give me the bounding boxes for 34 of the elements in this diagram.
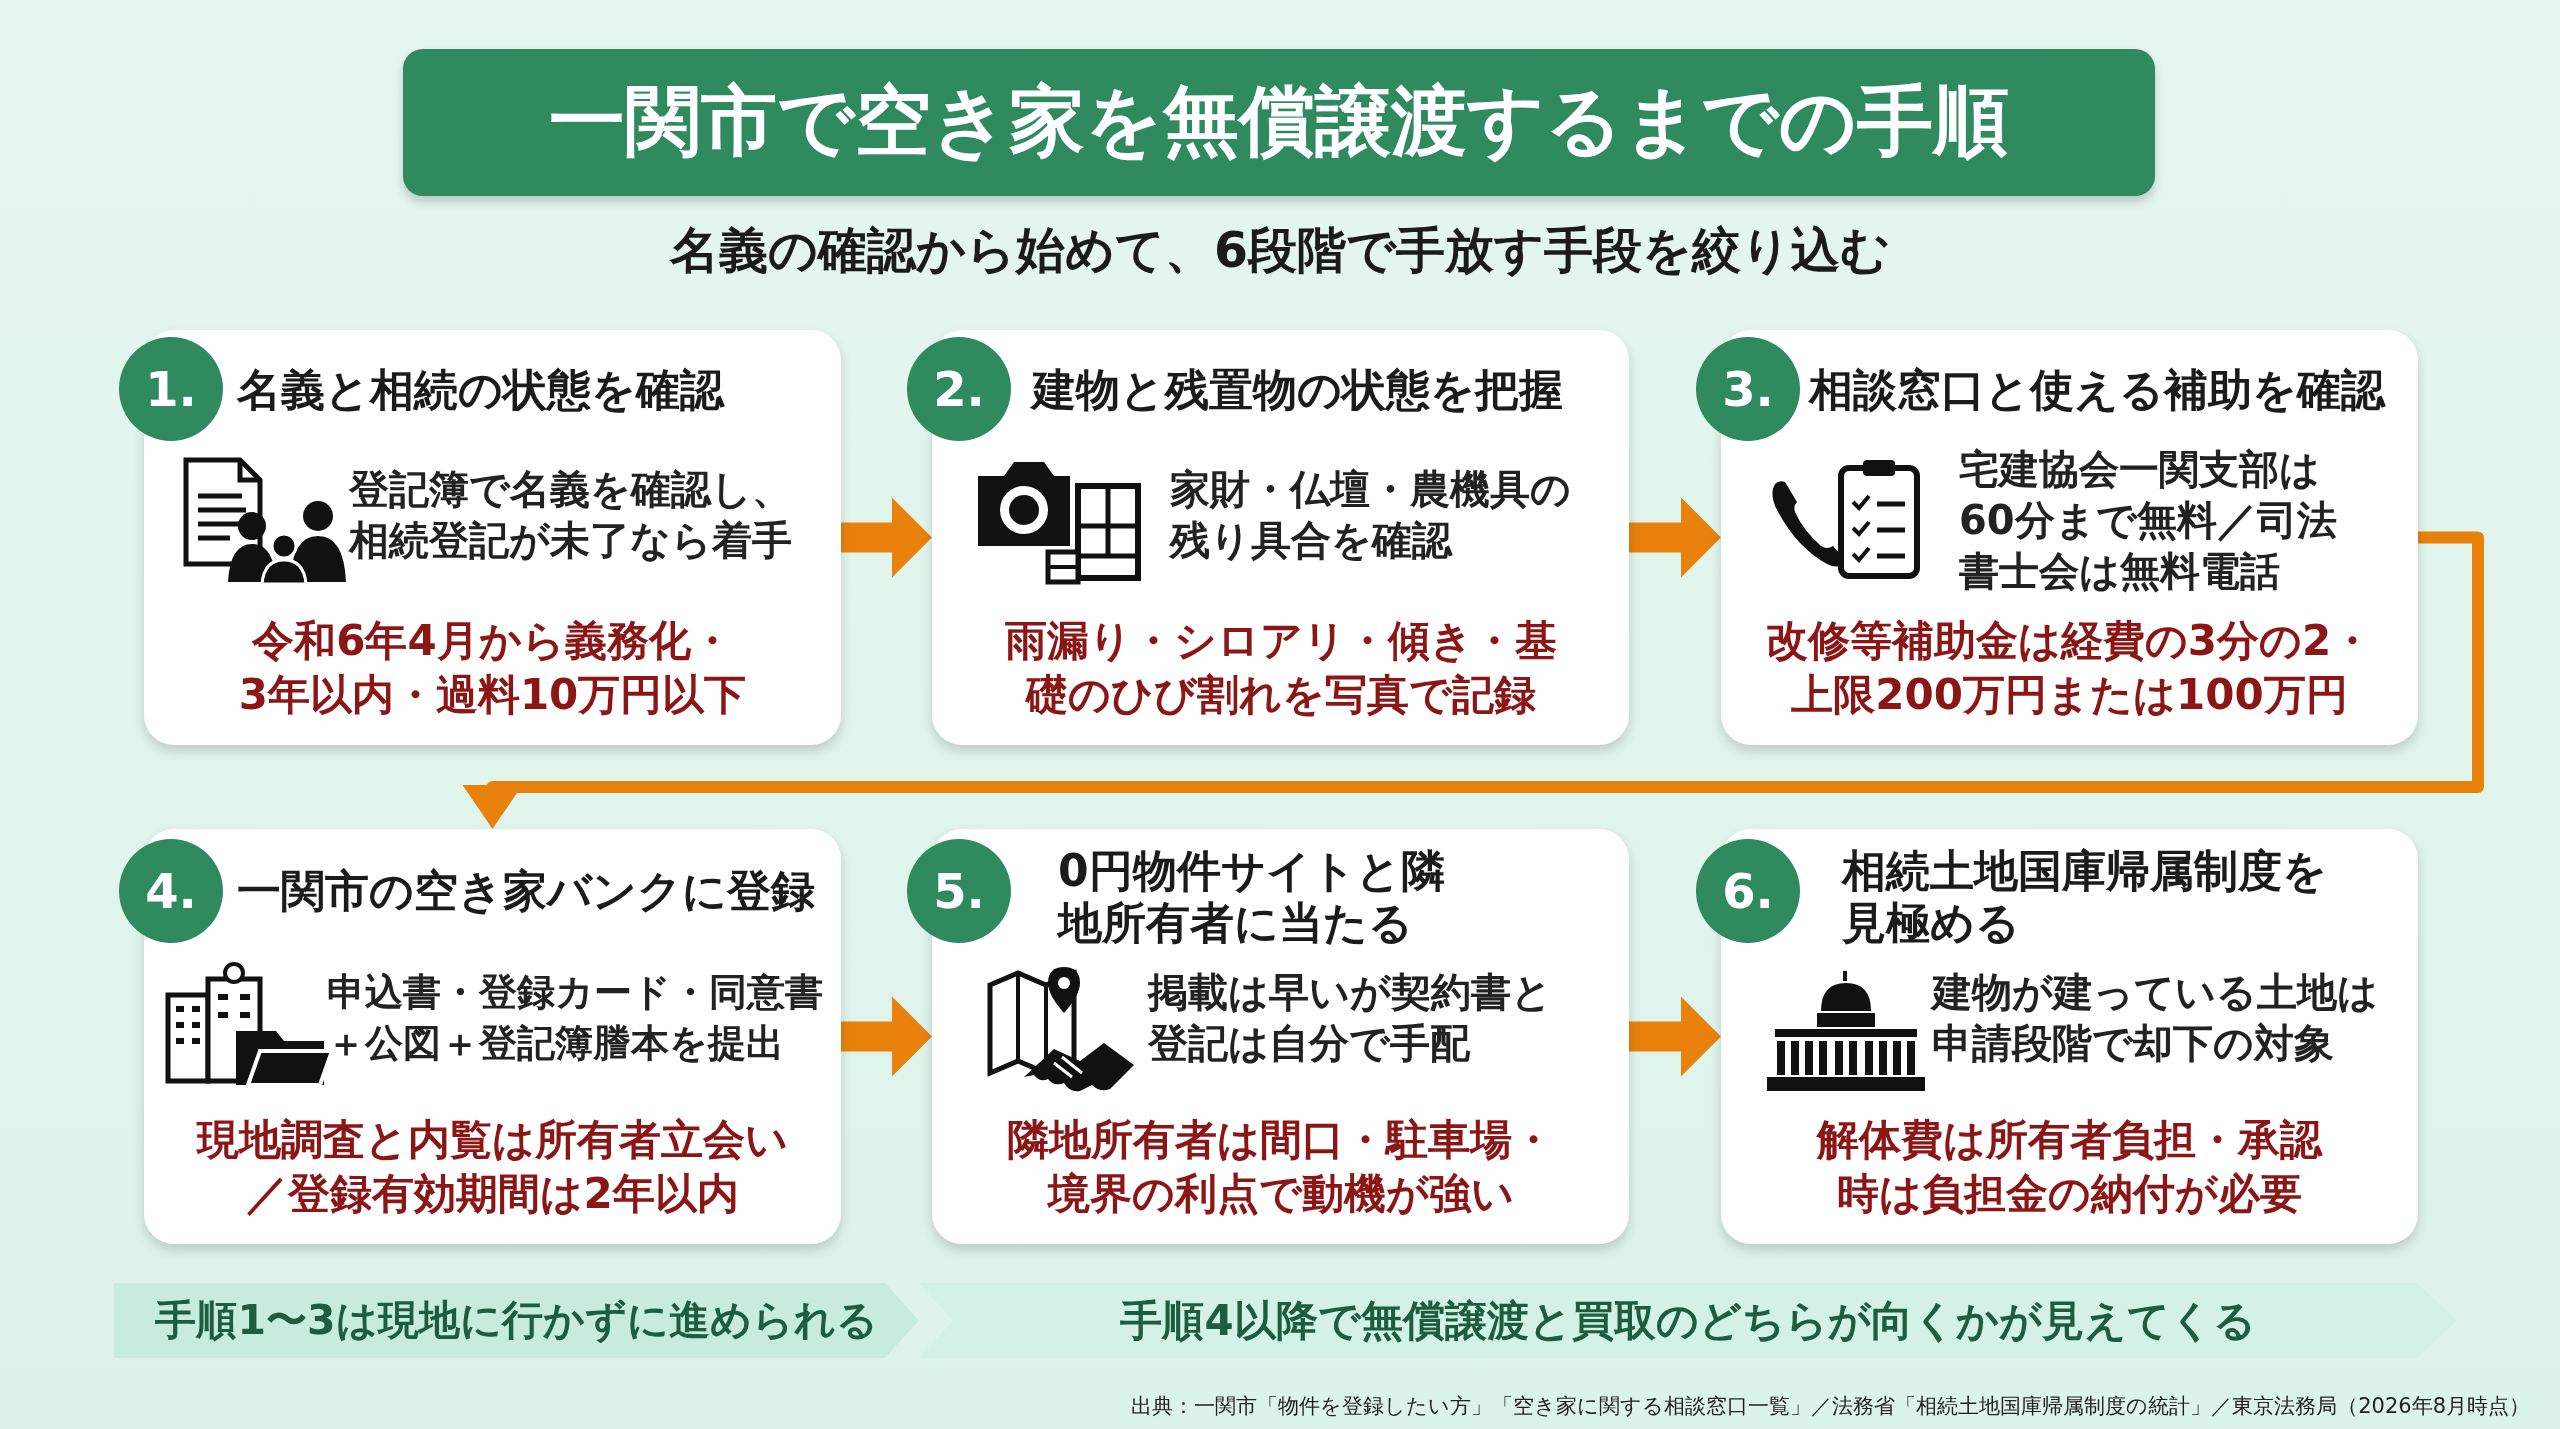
step-note: 隣地所有者は間口・駐車場・境界の利点で動機が強い	[1006, 1114, 1555, 1220]
step-number: 6.	[1696, 839, 1800, 943]
step-number: 3.	[1696, 337, 1800, 441]
subtitle: 名義の確認から始めて、6段階で手放す手段を絞り込む	[669, 221, 1891, 281]
flow-arrow	[841, 996, 932, 1077]
flow-arrow	[1629, 996, 1721, 1077]
step-note: 令和6年4月から義務化・3年以内・過料10万円以下	[237, 615, 748, 721]
step-note: 解体費は所有者負担・承認時は負担金の納付が必要	[1815, 1114, 2324, 1220]
step-heading: 相続土地国庫帰属制度を見極める	[1842, 845, 2328, 949]
step-description: 申込書・登録カード・同意書＋公図＋登記簿謄本を提出	[327, 969, 824, 1067]
step-heading: 建物と残置物の状態を把握	[1032, 364, 1564, 416]
step-note: 雨漏り・シロアリ・傾き・基礎のひび割れを写真で記録	[1003, 615, 1558, 721]
step-description: 家財・仏壇・農機具の残り具合を確認	[1170, 465, 1572, 565]
step-description: 登記簿で名義を確認し、相続登記が未了なら着手	[349, 465, 793, 565]
step-note: 現地調査と内覧は所有者立会い／登録有効期間は2年以内	[195, 1114, 789, 1220]
source-note: 出典：一関市「物件を登録したい方」「空き家に関する相談窓口一覧」／法務省「相続土地国庫帰属制度の統計」／東京法務局（2026年8月時点）	[1131, 1393, 2530, 1420]
flow-arrow	[1629, 497, 1721, 578]
step-description: 建物が建っている土地は申請段階で却下の対象	[1932, 968, 2379, 1068]
step-number: 2.	[907, 337, 1011, 441]
step-heading: 0円物件サイトと隣地所有者に当たる	[1058, 845, 1446, 949]
banner-text: 手順4以降で無償譲渡と買取のどちらが向くかが見えてくる	[1120, 1294, 2256, 1347]
step-number: 4.	[119, 839, 223, 943]
step-number: 5.	[907, 839, 1011, 943]
title-banner: 一関市で空き家を無償譲渡するまでの手順	[403, 49, 2155, 196]
step-number: 1.	[119, 337, 223, 441]
step-heading: 一関市の空き家バンクに登録	[237, 865, 816, 917]
flow-arrow	[462, 531, 2484, 829]
flow-arrow	[841, 497, 932, 578]
banner-text: 手順1〜3は現地に行かずに進められる	[155, 1295, 878, 1346]
step-heading: 名義と相続の状態を確認	[237, 364, 726, 416]
step-description: 掲載は早いが契約書と登記は自分で手配	[1148, 968, 1553, 1068]
step-note: 改修等補助金は経費の3分の2・上限200万円または100万円	[1764, 615, 2375, 721]
step-description: 宅建協会一関支部は60分まで無料／司法書士会は無料電話	[1959, 445, 2338, 596]
step-heading: 相談窓口と使える補助を確認	[1809, 364, 2387, 416]
